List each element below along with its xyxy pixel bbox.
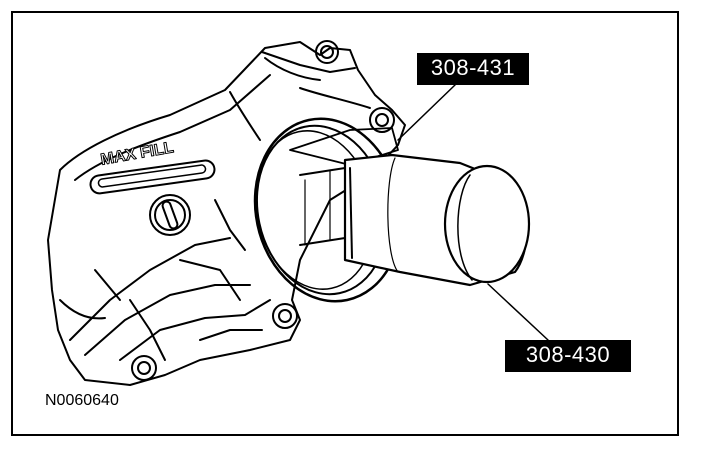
bolt-bottom-left	[131, 355, 157, 381]
max-fill-text: MAX FILL	[99, 139, 175, 169]
installer-body	[289, 127, 399, 166]
callout-label-308-430: 308-430	[505, 340, 631, 372]
fill-slot	[89, 159, 216, 195]
handle-end-cap	[443, 164, 531, 284]
drain-plug	[149, 194, 191, 236]
bolt-lower-right	[272, 303, 298, 329]
bolt-top	[315, 40, 339, 64]
figure-frame	[11, 11, 679, 436]
housing-rib	[69, 237, 231, 341]
bolt-upper-right	[369, 107, 395, 133]
figure-id: N0060640	[45, 392, 119, 409]
leader-308-431	[397, 84, 456, 141]
housing-outline	[47, 41, 406, 386]
leader-308-430	[487, 283, 549, 341]
callout-label-308-431: 308-431	[417, 53, 529, 85]
